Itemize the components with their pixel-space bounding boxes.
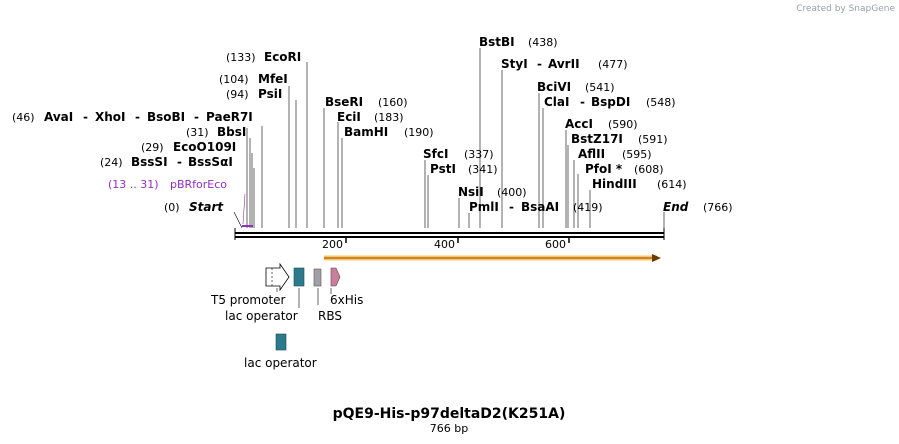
site-name[interactable]: BspDI — [591, 95, 630, 109]
site-num: (133) — [226, 51, 256, 64]
his-label: 6xHis — [330, 293, 363, 307]
site-num: (400) — [497, 186, 527, 199]
site-sep: - — [177, 155, 182, 169]
site-sep: - — [135, 110, 140, 124]
rbs-feature[interactable] — [313, 268, 322, 287]
site-num: (419) — [573, 201, 603, 214]
lac-operator-2-feature[interactable] — [275, 333, 287, 351]
site-num: (337) — [464, 148, 494, 161]
tick-200: 200 — [322, 238, 343, 251]
lac-operator-1-label: lac operator — [225, 309, 298, 323]
site-num: (477) — [598, 58, 628, 71]
site-name[interactable]: PstI — [430, 162, 456, 176]
site-name[interactable]: BsaAI — [521, 200, 559, 214]
site-num: (438) — [528, 36, 558, 49]
plasmid-title: pQE9-His-p97deltaD2(K251A) — [333, 406, 566, 422]
site-num: (94) — [226, 88, 249, 101]
site-name[interactable]: AvrII — [548, 57, 580, 71]
site-name[interactable]: EciI — [337, 110, 361, 124]
tick-600: 600 — [545, 238, 566, 251]
site-sep: - — [537, 57, 542, 71]
site-name[interactable]: SfcI — [423, 147, 448, 161]
site-name[interactable]: BstBI — [479, 35, 515, 49]
site-num: (24) — [100, 156, 123, 169]
site-num: (190) — [404, 126, 434, 139]
site-name[interactable]: NsiI — [458, 185, 484, 199]
site-name[interactable]: BamHI — [344, 125, 388, 139]
site-num: (590) — [608, 118, 638, 131]
site-num: (548) — [646, 96, 676, 109]
end-number: (766) — [703, 201, 733, 214]
orf-arrow[interactable] — [324, 254, 661, 262]
site-name[interactable]: BciVI — [537, 80, 571, 94]
site-name[interactable]: HindIII — [592, 177, 637, 191]
primer-leader — [242, 193, 246, 225]
site-sep: - — [83, 110, 88, 124]
snapgene-credit: Created by SnapGene — [796, 4, 895, 14]
tick-400: 400 — [434, 238, 455, 251]
site-num: (595) — [622, 148, 652, 161]
backbone — [234, 228, 665, 243]
site-name[interactable]: BssSαI — [188, 155, 233, 169]
site-num: (341) — [468, 163, 498, 176]
site-num: (46) — [12, 111, 35, 124]
site-name[interactable]: PsiI — [258, 87, 282, 101]
site-num: (608) — [634, 163, 664, 176]
site-num: (29) — [141, 141, 164, 154]
site-lines — [233, 48, 665, 229]
end-label: End — [663, 200, 689, 214]
start-number: (0) — [164, 201, 180, 214]
site-name[interactable]: AccI — [565, 117, 593, 131]
site-num: (541) — [585, 81, 615, 94]
site-name[interactable]: ClaI — [544, 95, 569, 109]
site-name[interactable]: StyI — [501, 57, 528, 71]
site-num: (591) — [638, 133, 668, 146]
site-name[interactable]: BssSI — [131, 155, 168, 169]
his-feature[interactable] — [330, 267, 341, 287]
site-name[interactable]: XhoI — [95, 110, 126, 124]
site-sep: - — [509, 200, 514, 214]
site-sep: - — [194, 110, 199, 124]
site-name[interactable]: PfoI * — [585, 162, 623, 176]
site-name[interactable]: BseRI — [325, 95, 363, 109]
site-num: (183) — [374, 111, 404, 124]
start-label: Start — [189, 200, 224, 214]
site-num: (160) — [378, 96, 408, 109]
site-name[interactable]: EcoO109I — [173, 140, 236, 154]
site-num: (31) — [186, 126, 209, 139]
site-name[interactable]: AvaI — [44, 110, 73, 124]
site-sep: - — [580, 95, 585, 109]
primer-name[interactable]: pBRforEco — [170, 178, 227, 191]
t5-promoter-label: T5 promoter — [210, 293, 286, 307]
site-name[interactable]: PaeR7I — [206, 110, 253, 124]
site-num: (614) — [657, 178, 687, 191]
restriction-sites: (46) AvaI - XhoI - BsoBI - PaeR7I (31) B… — [12, 35, 687, 214]
site-name[interactable]: BstZ17I — [571, 132, 623, 146]
site-name[interactable]: PmlI — [469, 200, 499, 214]
site-name[interactable]: EcoRI — [264, 50, 301, 64]
feature-leaders — [276, 288, 332, 308]
primer-range: (13 .. 31) — [108, 178, 159, 191]
site-name[interactable]: BbsI — [217, 125, 246, 139]
site-name[interactable]: MfeI — [258, 72, 288, 86]
site-name[interactable]: AflII — [578, 147, 605, 161]
lac-operator-2-label: lac operator — [244, 356, 317, 370]
t5-promoter-feature[interactable] — [265, 262, 290, 292]
site-name[interactable]: BsoBI — [147, 110, 185, 124]
plasmid-length: 766 bp — [430, 422, 468, 435]
rbs-label: RBS — [318, 309, 342, 323]
lac-operator-1-feature[interactable] — [293, 267, 305, 287]
site-num: (104) — [219, 73, 249, 86]
